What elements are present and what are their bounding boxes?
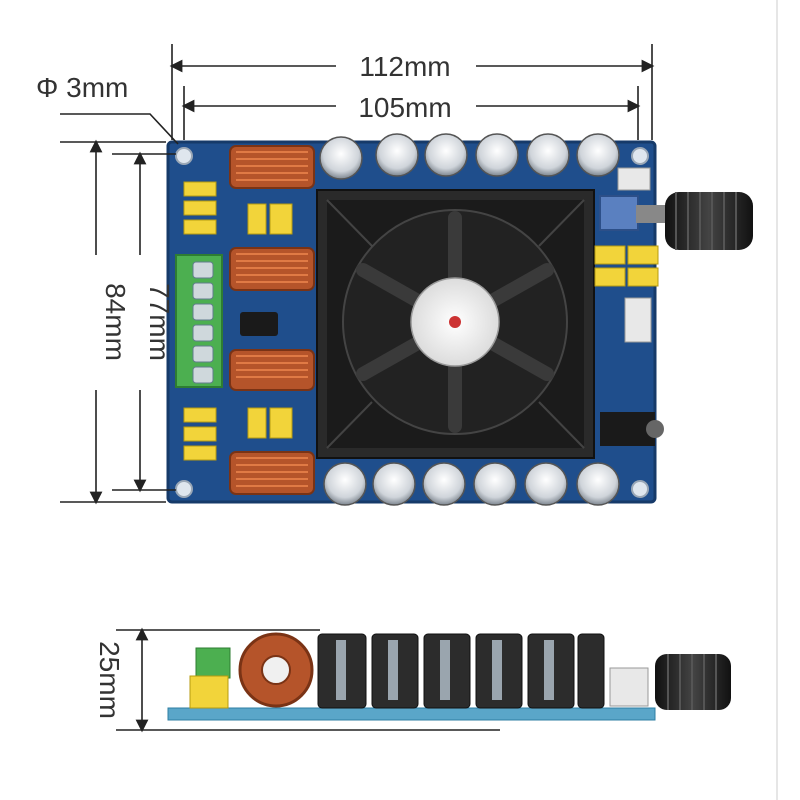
outer-height-label: 84mm — [100, 283, 131, 361]
terminal-block-icon — [175, 254, 223, 388]
connector-white — [624, 297, 652, 343]
side-film-cap — [189, 675, 229, 709]
outer-width-label: 112mm — [359, 51, 450, 82]
right-film-capacitors — [594, 245, 659, 287]
audio-jack — [600, 412, 655, 446]
left-film-capacitors — [183, 181, 217, 461]
mounting-hole-tr — [631, 147, 649, 165]
potentiometer-body — [599, 195, 639, 231]
side-capacitor-stripes — [336, 640, 554, 700]
mounting-holes — [175, 147, 649, 498]
capacitor-icon — [524, 462, 568, 506]
pcb-side — [167, 707, 656, 721]
capacitor-icon — [475, 133, 519, 177]
side-dimension-lines — [116, 627, 500, 733]
inductor-icon — [229, 349, 315, 391]
mounting-hole-tl — [175, 147, 193, 165]
page-divider — [776, 0, 778, 800]
capacitor-icon — [372, 462, 416, 506]
side-view-board — [167, 632, 731, 721]
capacitor-icon — [576, 462, 620, 506]
fan-icon — [342, 209, 568, 435]
capacitor-icon — [323, 462, 367, 506]
capacitor-icon — [319, 136, 363, 180]
capacitor-icon — [473, 462, 517, 506]
knob-icon — [655, 654, 731, 710]
inductor-icon — [229, 247, 315, 291]
side-capacitors — [317, 633, 605, 709]
side-connector — [609, 667, 649, 707]
top-capacitor-row — [319, 133, 620, 180]
side-terminal-green — [195, 647, 231, 679]
right-side-parts — [594, 167, 753, 446]
inductor-icon — [229, 451, 315, 495]
inductors — [229, 145, 315, 495]
top-dimension-lines — [60, 44, 655, 505]
ic-chip — [240, 312, 278, 336]
capacitor-icon — [577, 633, 605, 709]
side-height-label: 25mm — [94, 641, 125, 719]
capacitor-icon — [576, 133, 620, 177]
heatsink — [316, 189, 595, 459]
knob-icon — [665, 192, 753, 250]
inner-width-label: 105mm — [358, 92, 451, 123]
connector-top — [617, 167, 651, 191]
capacitor-icon — [526, 133, 570, 177]
inductor-icon — [229, 145, 315, 189]
mounting-hole-bl — [175, 480, 193, 498]
mid-film-capacitors — [247, 203, 293, 439]
inner-height-label: 77mm — [144, 283, 175, 361]
capacitor-icon — [375, 133, 419, 177]
hole-diameter-label: Φ 3mm — [36, 72, 128, 103]
inductor-icon — [238, 632, 314, 708]
dimension-labels: 112mm 105mm Φ 3mm 84mm 77mm 25mm — [36, 51, 452, 719]
top-view-board — [166, 133, 753, 506]
capacitor-icon — [422, 462, 466, 506]
capacitor-icon — [424, 133, 468, 177]
bottom-capacitor-row — [323, 462, 620, 506]
mounting-hole-br — [631, 480, 649, 498]
